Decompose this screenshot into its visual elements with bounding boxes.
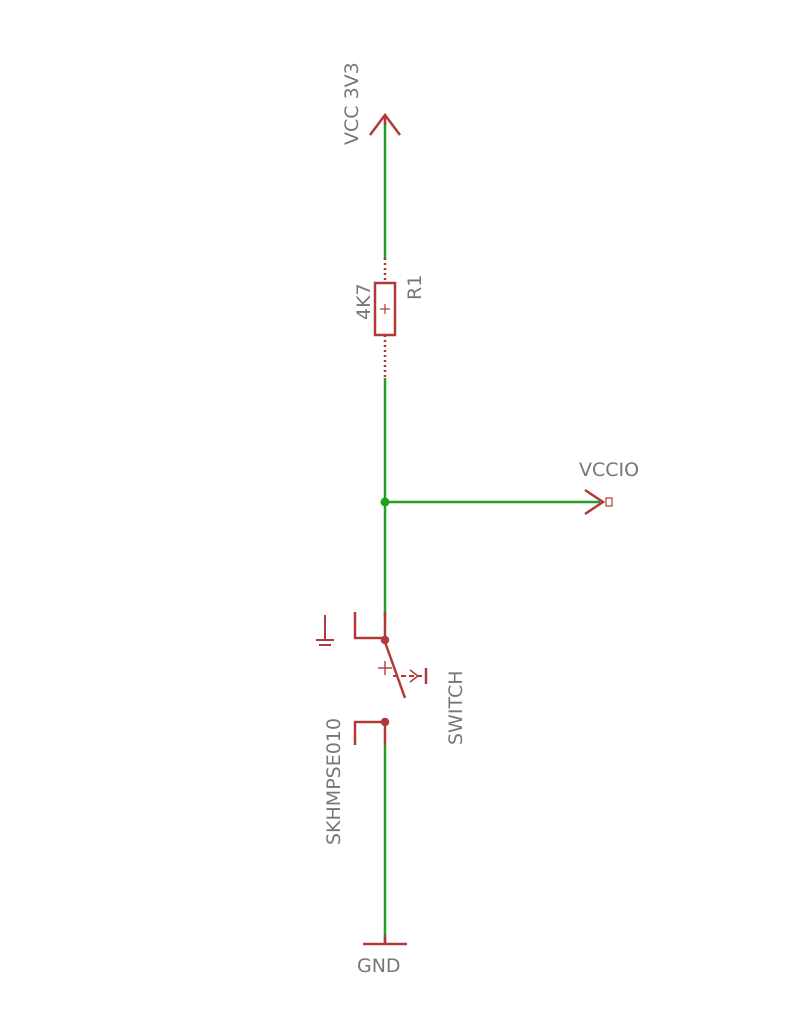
resistor-value-label: 4K7: [353, 283, 375, 320]
gnd-label: GND: [357, 955, 401, 977]
pushbutton-switch: [353, 612, 428, 745]
resistor-name-label: R1: [404, 275, 426, 300]
vcc-label: VCC 3V3: [341, 62, 363, 145]
switch-name-label: SWITCH: [445, 671, 467, 746]
gnd-symbol: [363, 935, 407, 946]
switch-ground-mark: [316, 615, 334, 646]
vcc-supply-symbol: [369, 112, 401, 136]
vccio-label: VCCIO: [579, 459, 639, 481]
junction-dot: [380, 497, 390, 507]
switch-part-label: SKHMPSE010: [323, 718, 345, 845]
wires: [383, 122, 600, 942]
resistor-r1: [373, 258, 397, 378]
vccio-port-arrow: [584, 488, 613, 516]
